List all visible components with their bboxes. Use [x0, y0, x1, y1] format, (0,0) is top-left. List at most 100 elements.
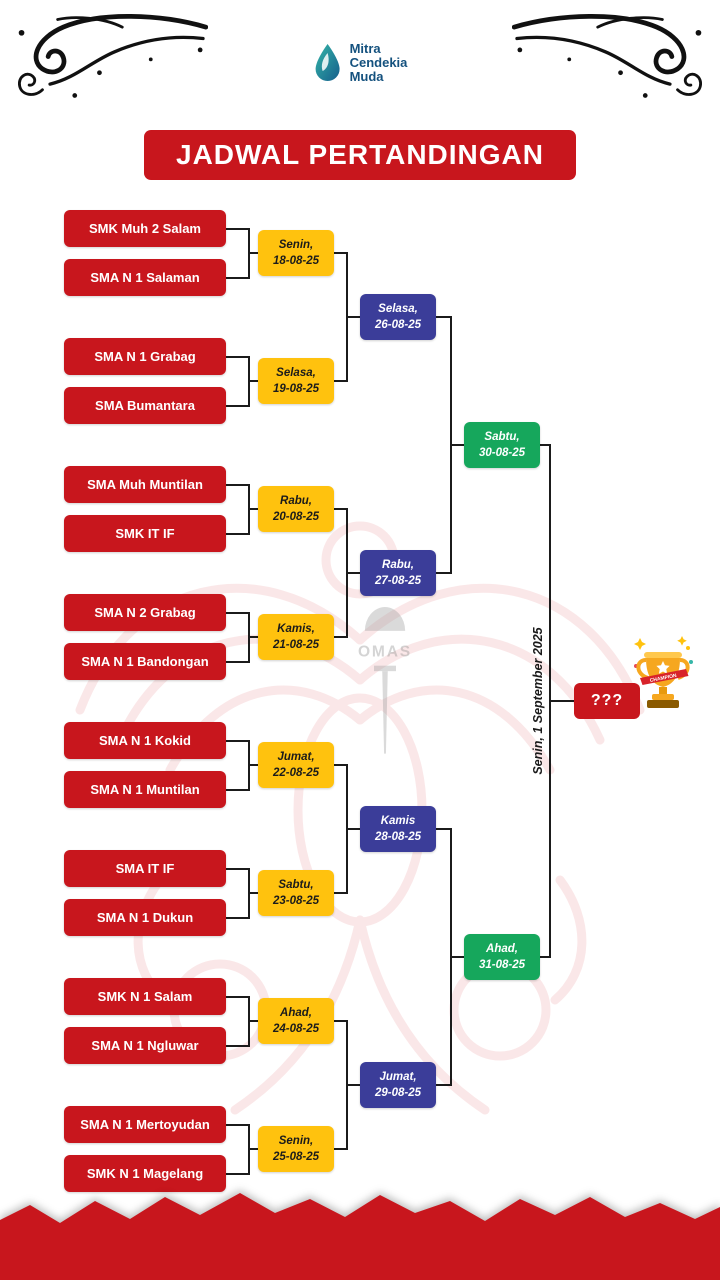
team-box: SMA N 1 Dukun: [64, 899, 226, 936]
bracket-connector-line: [451, 956, 466, 958]
match-day: Ahad,: [486, 942, 518, 955]
bracket-connector-line: [334, 508, 348, 510]
bracket-connector-line: [249, 636, 260, 638]
team-box: SMA N 1 Grabag: [64, 338, 226, 375]
trophy-icon: CHAMPION: [634, 636, 693, 708]
bracket-connector-line: [226, 1123, 250, 1126]
match-date-box: Senin, 25-08-25: [258, 1126, 334, 1172]
bracket-connector-line: [226, 739, 250, 742]
match-date: 23-08-25: [272, 895, 320, 907]
logo-line1: Mitra: [349, 41, 381, 56]
team-box: SMA N 2 Grabag: [64, 594, 226, 631]
bracket-connector-line: [226, 355, 250, 358]
match-day: Senin,: [278, 1134, 314, 1147]
bracket-connector-line: [226, 483, 250, 486]
bracket-connector-line: [226, 1044, 250, 1047]
bracket-connector-line: [451, 444, 466, 446]
bracket-connector-line: [249, 508, 260, 510]
team-box: SMA N 1 Muntilan: [64, 771, 226, 808]
match-date: 22-08-25: [272, 767, 320, 779]
final-date-label: Senin, 1 September 2025: [531, 627, 545, 775]
match-date-box: Rabu, 20-08-25: [258, 486, 334, 532]
semifinal-date-box: Sabtu, 30-08-25: [464, 422, 540, 468]
bracket-connector-line: [249, 380, 260, 382]
match-day: Kamis: [380, 814, 416, 827]
match-date-box: Selasa, 19-08-25: [258, 358, 334, 404]
bracket-connector-line: [226, 532, 250, 535]
bracket-connector-line: [226, 611, 250, 614]
match-date: 21-08-25: [272, 639, 320, 651]
match-date: 20-08-25: [272, 511, 320, 523]
match-date: 28-08-25: [374, 831, 422, 843]
team-box: SMA Muh Muntilan: [64, 466, 226, 503]
bracket-connector-line: [436, 316, 452, 318]
bracket-connector-line: [334, 1020, 348, 1022]
organizer-logo: Mitra Cendekia Muda: [313, 41, 408, 85]
bracket-connector-line: [334, 1148, 348, 1150]
bracket-connector-line: [334, 252, 348, 254]
bracket-connector-line: [249, 1148, 260, 1150]
bracket-connector-line: [550, 700, 575, 702]
bracket-connector-line: [334, 636, 348, 638]
match-date-box: Kamis, 21-08-25: [258, 614, 334, 660]
champion-placeholder-box: ???: [574, 683, 640, 719]
match-date: 19-08-25: [272, 383, 320, 395]
bracket-connector-line: [347, 316, 362, 318]
match-date: 29-08-25: [374, 1087, 422, 1099]
emblem-watermark-text: OMAS: [358, 644, 412, 661]
bracket-connector-line: [226, 404, 250, 407]
match-day: Jumat,: [277, 750, 315, 763]
logo-line2: Cendekia: [349, 55, 408, 71]
logo-text: Mitra Cendekia Muda: [349, 41, 408, 85]
match-day: Rabu,: [382, 558, 414, 571]
team-box: SMK N 1 Salam: [64, 978, 226, 1015]
trophy-ribbon-text: CHAMPION: [649, 673, 677, 684]
bracket-connector-line: [334, 892, 348, 894]
bracket-connector-line: [436, 572, 452, 574]
bracket-connector-line: [334, 380, 348, 382]
team-box: SMA N 1 Bandongan: [64, 643, 226, 680]
bracket-connector-line: [226, 227, 250, 230]
bracket-connector-line: [226, 276, 250, 279]
bracket-connector-line: [226, 788, 250, 791]
match-date: 31-08-25: [478, 959, 526, 971]
match-date: 27-08-25: [374, 575, 422, 587]
bracket-connector-line: [334, 764, 348, 766]
bracket-connector-line: [436, 828, 452, 830]
bracket-connector-line: [226, 995, 250, 998]
bracket-connector-line: [347, 828, 362, 830]
team-box: SMA Bumantara: [64, 387, 226, 424]
match-date: 30-08-25: [478, 447, 526, 459]
match-day: Selasa,: [276, 366, 316, 379]
match-day: Jumat,: [379, 1070, 417, 1083]
match-day: Sabtu,: [278, 878, 314, 891]
bracket-connector-line: [249, 764, 260, 766]
quarterfinal-date-box: Jumat, 29-08-25: [360, 1062, 436, 1108]
bracket-connector-line: [226, 916, 250, 919]
flourish-ornament-left-icon: [18, 14, 208, 98]
bracket-connector-line: [226, 1172, 250, 1175]
match-date-box: Ahad, 24-08-25: [258, 998, 334, 1044]
bracket-connector-line: [540, 956, 551, 958]
bracket-connector-line: [436, 1084, 452, 1086]
team-box: SMA N 1 Kokid: [64, 722, 226, 759]
match-date: 26-08-25: [374, 319, 422, 331]
team-box: SMA N 1 Salaman: [64, 259, 226, 296]
match-day: Sabtu,: [484, 430, 520, 443]
torn-paper-footer: [0, 1193, 720, 1280]
team-box: SMA N 1 Ngluwar: [64, 1027, 226, 1064]
logo-line3: Muda: [349, 69, 384, 85]
team-box: SMK N 1 Magelang: [64, 1155, 226, 1192]
page-title: JADWAL PERTANDINGAN: [144, 130, 576, 180]
team-box: SMA N 1 Mertoyudan: [64, 1106, 226, 1143]
match-date: 24-08-25: [272, 1023, 320, 1035]
match-date: 18-08-25: [272, 255, 320, 267]
match-date: 25-08-25: [272, 1151, 320, 1163]
quarterfinal-date-box: Rabu, 27-08-25: [360, 550, 436, 596]
bracket-connector-line: [347, 572, 362, 574]
bracket-connector-line: [249, 252, 260, 254]
match-day: Selasa,: [378, 302, 418, 315]
logo-drop-icon: [315, 44, 340, 82]
bracket-connector-line: [347, 1084, 362, 1086]
